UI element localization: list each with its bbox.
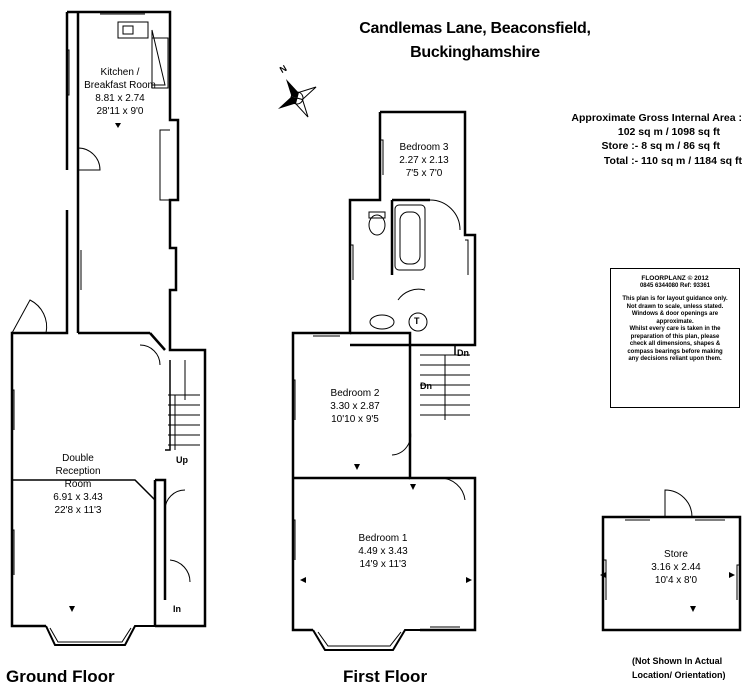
first-floor-interior-walls — [293, 198, 430, 480]
disclaimer-line: Windows & door openings are — [631, 311, 719, 317]
property-address-line-2: Buckinghamshire — [410, 44, 540, 61]
disclaimer-copyright: FLOORPLANZ © 2012 — [641, 275, 709, 282]
area-total: Total :- 110 sq m / 1184 sq ft — [603, 155, 742, 167]
stairs-up-label: Up — [176, 455, 188, 465]
disclaimer-line: preparation of this plan, please — [630, 333, 720, 340]
disclaimer-box: FLOORPLANZ © 2012 0845 6344080 Ref: 9336… — [610, 268, 740, 408]
store-location-note-1: (Not Shown In Actual — [632, 656, 723, 666]
room-bedroom3-label: Bedroom 3 2.27 x 2.13 7'5 x 7'0 — [399, 142, 449, 179]
ground-floor-title: Ground Floor — [6, 667, 115, 686]
ground-floor-bay-window — [45, 625, 155, 646]
stairs-down-label-2: Dn — [420, 381, 432, 391]
room-store-label: Store 3.16 x 2.44 10'4 x 8'0 — [651, 549, 701, 586]
room-reception-label: Double Reception Room 6.91 x 3.43 22'8 x… — [53, 453, 103, 516]
first-floor-title: First Floor — [343, 667, 428, 686]
area-store: Store :- 8 sq m / 86 sq ft — [601, 140, 720, 152]
tank-label: T — [414, 316, 420, 326]
disclaimer-line: compass bearings before making — [627, 348, 723, 355]
room-bedroom2-label: Bedroom 2 3.30 x 2.87 10'10 x 9'5 — [330, 388, 380, 425]
first-floor-bay-window — [312, 629, 420, 651]
area-gross: 102 sq m / 1098 sq ft — [617, 126, 720, 138]
compass-rose — [277, 78, 317, 118]
disclaimer-line: This plan is for layout guidance only. — [622, 296, 728, 302]
disclaimer-line: approximate. — [656, 318, 694, 325]
ground-floor-left-wall — [10, 12, 69, 628]
room-bedroom1-label: Bedroom 1 4.49 x 3.43 14'9 x 11'3 — [358, 533, 408, 570]
stairs-down-label-1: Dn — [457, 348, 469, 358]
entrance-in-label: In — [173, 604, 181, 614]
disclaimer-line: check all dimensions, shapes & — [629, 341, 721, 347]
disclaimer-line: Whilst every care is taken in the — [629, 326, 721, 332]
store-walls — [601, 515, 742, 632]
area-title: Approximate Gross Internal Area : — [571, 112, 742, 124]
store-location-note-2: Location/ Orientation) — [632, 670, 726, 680]
disclaimer-line: Not drawn to scale, unless stated. — [626, 303, 724, 310]
ground-floor-interior-walls — [76, 12, 167, 626]
room-kitchen-label: Kitchen / Breakfast Room 8.81 x 2.74 28'… — [84, 67, 156, 117]
ground-floor-kitchen-walls — [67, 10, 207, 628]
disclaimer-line: any decisions reliant upon them. — [628, 356, 722, 362]
property-address-line-1: Candlemas Lane, Beaconsfield, — [359, 20, 591, 37]
disclaimer-ref: 0845 6344080 Ref: 93361 — [639, 282, 711, 289]
